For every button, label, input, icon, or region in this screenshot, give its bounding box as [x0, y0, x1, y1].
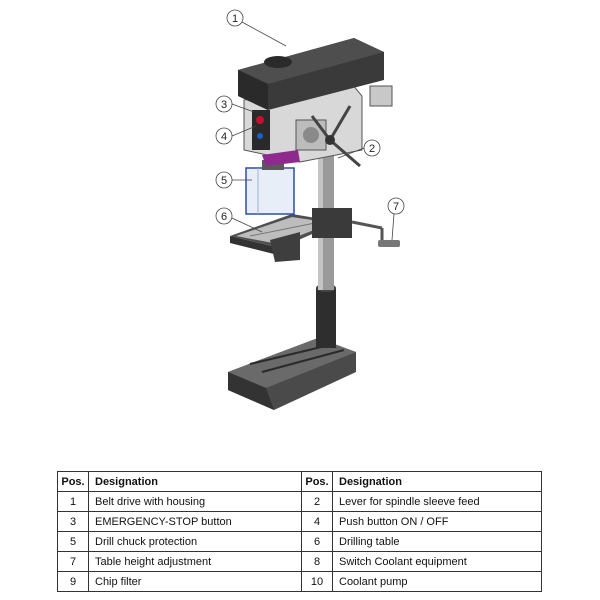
callout-1: 1 [226, 9, 244, 27]
chuck-guard [245, 160, 295, 215]
base-plate [228, 338, 356, 410]
svg-text:1: 1 [232, 13, 238, 25]
belt-housing [238, 38, 384, 110]
callouts [231, 21, 395, 241]
column-lower-housing [316, 284, 336, 348]
spindle-feed-lever [310, 105, 361, 168]
designation-cell: EMERGENCY-STOP button [88, 511, 302, 532]
designation-cell: Coolant pump [332, 571, 542, 592]
designation-cell: Chip filter [88, 571, 302, 592]
callout-5: 5 [215, 171, 233, 189]
pos-cell: 3 [57, 511, 89, 532]
pos-cell: 8 [301, 551, 333, 572]
designation-cell: Push button ON / OFF [332, 511, 542, 532]
header-pos-right: Pos. [301, 471, 333, 492]
header-pos-left: Pos. [57, 471, 89, 492]
power-button-icon [257, 133, 263, 139]
table-row: 5 Drill chuck protection 6 Drilling tabl… [57, 531, 542, 552]
designation-cell: Belt drive with housing [88, 491, 302, 512]
pos-cell: 6 [301, 531, 333, 552]
designation-cell: Switch Coolant equipment [332, 551, 542, 572]
parts-table: Pos. Designation Pos. Designation 1 Belt… [57, 471, 542, 592]
header-designation-right: Designation [332, 471, 542, 492]
svg-text:5: 5 [221, 175, 227, 187]
callout-3: 3 [215, 95, 233, 113]
svg-text:6: 6 [221, 211, 227, 223]
callout-4: 4 [215, 127, 233, 145]
designation-cell: Drilling table [332, 531, 542, 552]
pos-cell: 2 [301, 491, 333, 512]
designation-cell: Drill chuck protection [88, 531, 302, 552]
table-row: 3 EMERGENCY-STOP button 4 Push button ON… [57, 511, 542, 532]
svg-text:4: 4 [221, 131, 227, 143]
header-designation-left: Designation [88, 471, 302, 492]
pos-cell: 5 [57, 531, 89, 552]
pos-cell: 9 [57, 571, 89, 592]
pos-cell: 4 [301, 511, 333, 532]
designation-cell: Lever for spindle sleeve feed [332, 491, 542, 512]
table-row: 1 Belt drive with housing 2 Lever for sp… [57, 491, 542, 512]
table-row: 9 Chip filter 10 Coolant pump [57, 571, 542, 592]
emergency-stop-icon [256, 116, 264, 124]
table-row: 7 Table height adjustment 8 Switch Coola… [57, 551, 542, 572]
table-height-crank [312, 208, 400, 247]
svg-text:3: 3 [221, 99, 227, 111]
designation-cell: Table height adjustment [88, 551, 302, 572]
quill-handle [262, 150, 300, 166]
callout-7: 7 [387, 197, 405, 215]
svg-text:2: 2 [369, 143, 375, 155]
callout-2: 2 [363, 139, 381, 157]
callout-6: 6 [215, 207, 233, 225]
table-header-row: Pos. Designation Pos. Designation [57, 471, 542, 492]
pos-cell: 1 [57, 491, 89, 512]
drill-press-illustration: 1 2 3 4 5 6 7 [215, 9, 405, 410]
pos-cell: 10 [301, 571, 333, 592]
svg-text:7: 7 [393, 201, 399, 213]
pos-cell: 7 [57, 551, 89, 572]
